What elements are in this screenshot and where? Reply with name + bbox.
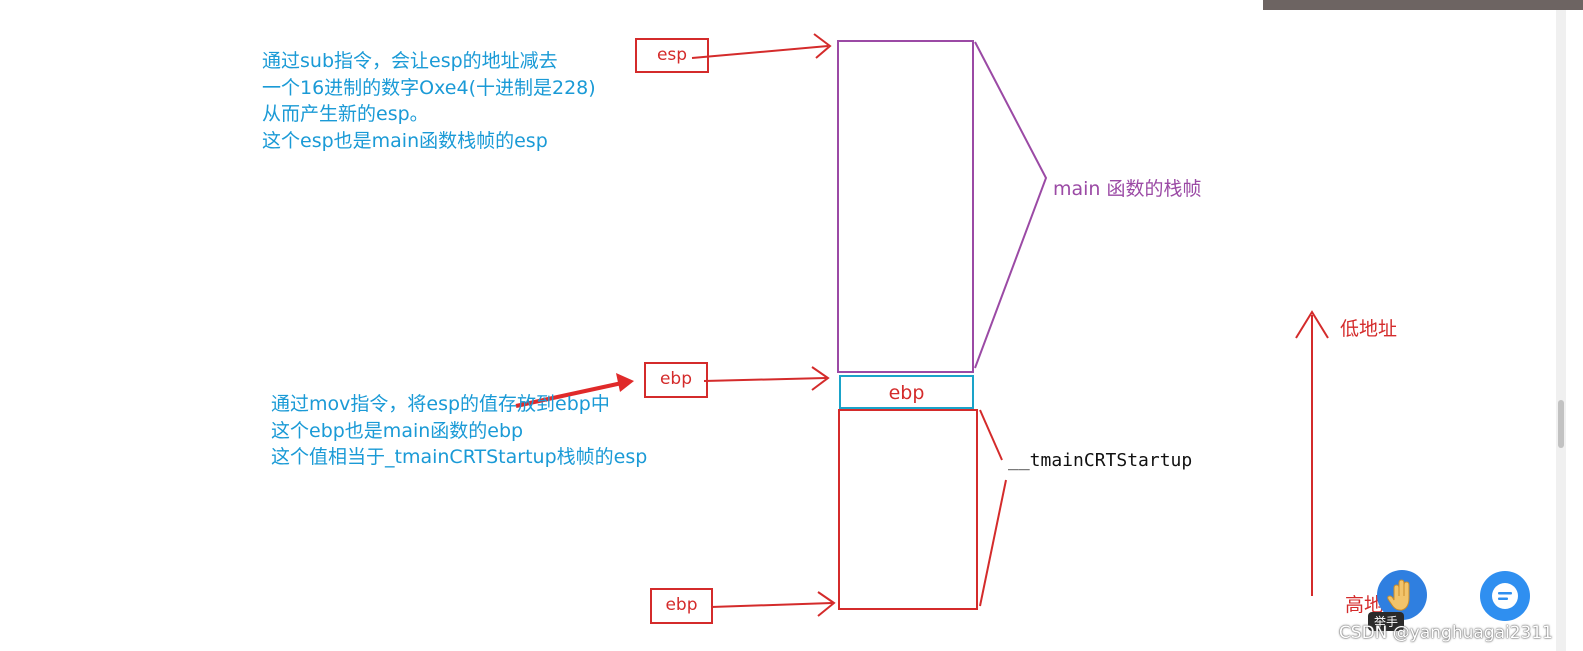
- note-line: 这个ebp也是main函数的ebp: [271, 419, 524, 442]
- esp-register-box: esp: [635, 38, 709, 73]
- esp-arrow: [691, 45, 829, 59]
- raise-hand-tooltip: 举手: [1368, 612, 1405, 631]
- ebp-cell-label: ebp: [888, 382, 925, 404]
- note-line: 从而产生新的esp。: [262, 103, 429, 125]
- raise-hand-button[interactable]: [1377, 570, 1427, 620]
- ebp-register-label: ebp: [665, 595, 698, 615]
- note-line: 一个16进制的数字Oxe4(十进制是228): [262, 76, 596, 99]
- main-frame-label: main 函数的栈帧: [1053, 178, 1202, 200]
- scrollbar-thumb[interactable]: [1558, 400, 1564, 448]
- note-line: 通过mov指令，将esp的值存放到ebp中: [271, 393, 610, 415]
- esp-arrow-head: [813, 33, 832, 59]
- mov-annotation-arrow-head: [616, 373, 634, 392]
- ebp-register-box-bottom: ebp: [650, 588, 713, 624]
- ebp-mid-arrow-head: [811, 366, 830, 391]
- crt-frame-label: __tmainCRTStartup: [1008, 450, 1193, 471]
- note-line: 通过sub指令，会让esp的地址减去: [262, 50, 558, 72]
- main-frame-brace: [974, 41, 1048, 369]
- crt-frame-brace-upper: [979, 409, 1003, 461]
- note-line: 这个值相当于_tmainCRTStartup栈帧的esp: [271, 446, 648, 468]
- mov-annotation-arrow: [515, 381, 623, 408]
- ebp-bottom-arrow-head: [817, 591, 836, 617]
- ebp-bottom-arrow: [710, 602, 833, 608]
- note-line: 这个esp也是main函数栈帧的esp: [262, 129, 548, 152]
- mov-instruction-note: 通过mov指令，将esp的值存放到ebp中 这个ebp也是main函数的ebp …: [271, 391, 647, 471]
- ebp-register-label: ebp: [659, 369, 693, 389]
- raise-hand-icon: [1387, 579, 1410, 611]
- main-frame-box: [837, 40, 974, 373]
- ebp-register-box-mid: ebp: [644, 362, 708, 398]
- chat-button[interactable]: [1480, 571, 1530, 621]
- address-direction-arrow-head: [1295, 310, 1329, 339]
- low-address-label: 低地址: [1340, 318, 1398, 340]
- ebp-mid-arrow: [703, 377, 827, 382]
- watermark: CSDN @yanghuagai2311: [1338, 623, 1553, 643]
- crt-frame-brace-lower: [979, 479, 1007, 607]
- ebp-cell-box: [839, 375, 974, 409]
- chat-icon: [1492, 583, 1518, 609]
- crt-frame-box: [838, 409, 978, 610]
- esp-register-label: esp: [656, 45, 688, 65]
- sub-instruction-note: 通过sub指令，会让esp的地址减去 一个16进制的数字Oxe4(十进制是228…: [262, 48, 596, 154]
- webcam-strip: [1263, 0, 1583, 10]
- scrollbar-track[interactable]: [1556, 10, 1566, 651]
